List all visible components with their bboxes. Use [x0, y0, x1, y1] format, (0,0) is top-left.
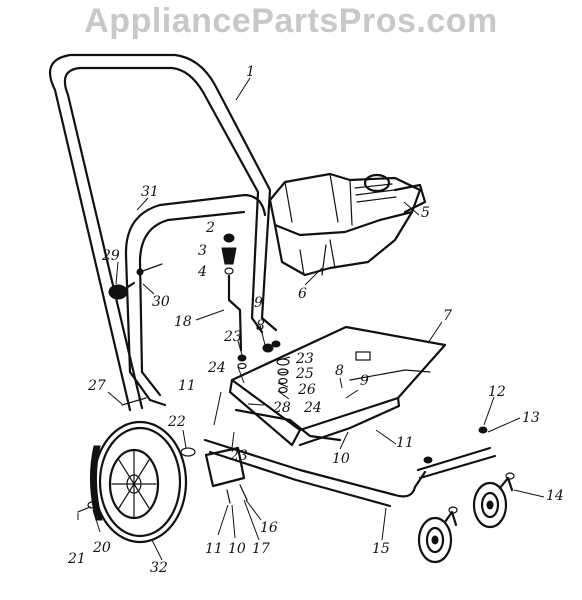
callout-1: 1 [246, 64, 255, 80]
callout-6: 6 [298, 286, 307, 302]
caster-nut-2 [423, 456, 433, 464]
callout-30: 30 [152, 294, 170, 310]
callout-11-a: 11 [178, 378, 196, 394]
callout-16: 16 [260, 520, 278, 536]
callout-5: 5 [421, 205, 430, 221]
callout-11-b: 11 [396, 435, 414, 451]
callout-14: 14 [546, 488, 564, 504]
callout-25: 25 [295, 366, 314, 382]
callout-28: 28 [272, 400, 291, 416]
callout-23-a: 23 [295, 351, 314, 367]
callout-31: 31 [141, 184, 159, 200]
washer-stack [262, 340, 290, 394]
engine-bolt [321, 244, 327, 276]
callout-10-b: 10 [228, 541, 246, 557]
callout-labels: 1 2 3 4 5 6 7 8 8 9 9 10 10 11 11 11 12 … [67, 64, 564, 576]
callout-24-a: 24 [207, 360, 226, 376]
bracket-plate [204, 446, 248, 504]
callout-22: 22 [167, 414, 186, 430]
callout-10-a: 10 [332, 451, 350, 467]
callout-13: 13 [522, 410, 540, 426]
handle-lower [124, 193, 267, 407]
handle-bolt [121, 397, 147, 406]
axle-assembly [203, 438, 497, 508]
callout-9-b: 9 [360, 373, 369, 389]
watermark: AppliancePartsPros.com [84, 2, 498, 40]
callout-9-a: 9 [254, 295, 263, 311]
handle-main [48, 53, 278, 412]
callout-4: 4 [197, 264, 207, 280]
callout-21: 21 [67, 551, 86, 567]
callout-26: 26 [297, 382, 316, 398]
leader-lines [77, 77, 545, 561]
callout-8-b: 8 [335, 363, 344, 379]
callout-32: 32 [150, 560, 168, 576]
callout-23-b: 23 [223, 329, 242, 345]
callout-7: 7 [443, 308, 452, 324]
callout-20: 20 [92, 540, 111, 556]
caster-nut [478, 426, 488, 434]
caster-front [472, 472, 515, 529]
main-wheel [89, 420, 188, 544]
caster-rear [417, 506, 458, 564]
callout-27: 27 [87, 378, 106, 394]
callout-2: 2 [205, 220, 215, 236]
callout-24-b: 24 [303, 400, 322, 416]
engine [268, 172, 427, 277]
callout-8-a: 8 [256, 318, 265, 334]
knob-assembly [108, 263, 163, 300]
wheel-hardware [77, 447, 196, 513]
callout-11-c: 11 [205, 541, 223, 557]
callout-23-c: 23 [229, 448, 248, 464]
callout-12: 12 [488, 384, 506, 400]
callout-15: 15 [372, 541, 390, 557]
linkage [234, 408, 342, 442]
callout-18: 18 [174, 314, 192, 330]
control-rod [221, 233, 247, 370]
callout-3: 3 [198, 243, 207, 259]
callout-17: 17 [252, 541, 270, 557]
deck-plate [228, 325, 447, 447]
callout-29: 29 [101, 248, 120, 264]
